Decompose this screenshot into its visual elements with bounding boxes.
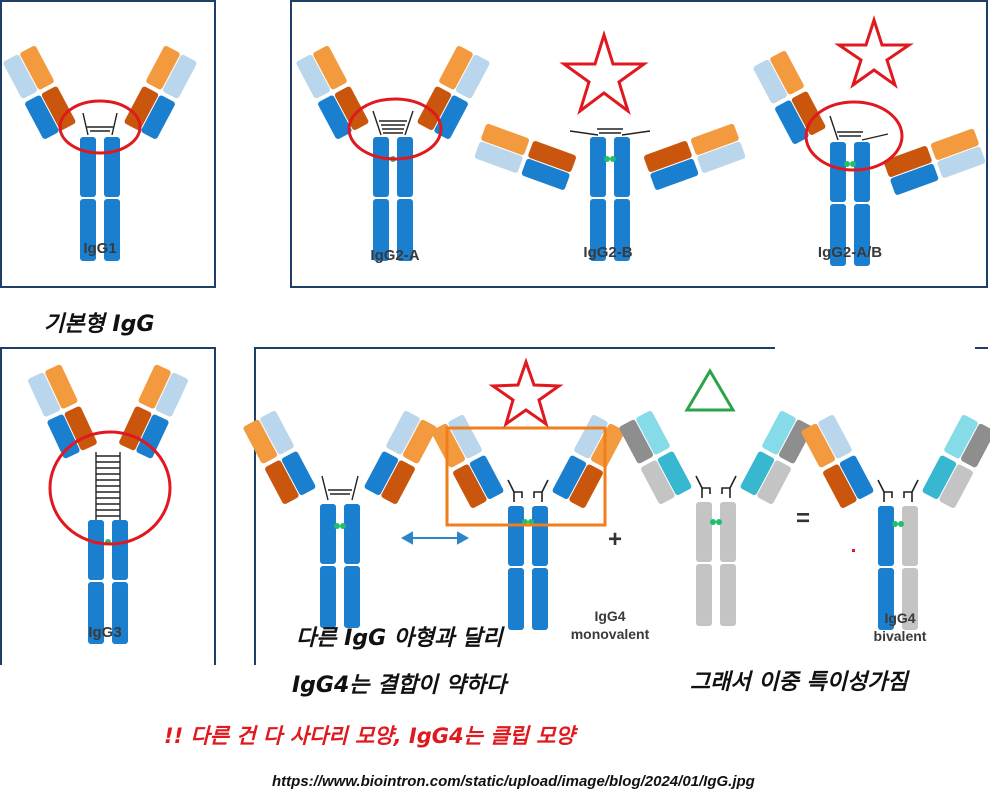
label-igg3: IgG3 <box>88 624 122 641</box>
note-bispecific: 그래서 이중 특이성가짐 <box>690 670 908 695</box>
label-igg4-bivalent-line1: IgG4 <box>884 610 916 626</box>
panel-igg4 <box>254 347 988 665</box>
plus-operator: + <box>608 526 623 553</box>
highlight-box <box>445 426 607 527</box>
label-igg1: IgG1 <box>83 240 117 257</box>
antibody-igg4-teal <box>619 410 813 626</box>
label-igg4-monovalent-line1: IgG4 <box>594 608 626 624</box>
label-igg2ab: IgG2-A/B <box>817 244 883 261</box>
note-ladder-clip: !! 다른 건 다 사다리 모양, IgG4는 클립 모양 <box>164 724 575 748</box>
antibody-igg4-normal <box>243 410 437 628</box>
antibody-igg2b <box>474 123 746 261</box>
source-url: https://www.biointron.com/static/upload/… <box>272 773 755 790</box>
antibody-igg4-monovalent <box>431 414 625 630</box>
antibody-igg3 <box>28 364 188 644</box>
note-line2: IgG4는 결합이 약하다 <box>292 673 507 698</box>
star-icon <box>834 15 914 89</box>
note-basic-type: 기본형 IgG <box>44 312 155 337</box>
label-igg2a: IgG2-A <box>370 247 420 264</box>
antibody-igg4-bivalent <box>801 414 990 630</box>
label-igg4-bivalent-line2: bivalent <box>873 628 927 644</box>
exchange-arrow <box>400 531 470 545</box>
panel-igg3 <box>0 347 216 665</box>
label-igg4-monovalent: IgG4 monovalent <box>550 607 670 643</box>
label-igg4-bivalent: IgG4 bivalent <box>845 609 955 645</box>
label-igg2b: IgG2-B <box>583 244 633 261</box>
antibody-igg2a <box>296 45 490 261</box>
panel-border-gap <box>775 340 975 354</box>
star-icon <box>559 29 649 115</box>
label-igg4-monovalent-line2: monovalent <box>570 626 650 642</box>
equals-operator: = <box>796 505 811 532</box>
antibody-igg2ab <box>753 50 986 266</box>
antibody-igg1 <box>3 45 197 261</box>
star-icon <box>488 357 564 428</box>
note-line1: 다른 IgG 아형과 달리 <box>296 626 503 651</box>
triangle-icon <box>684 368 736 412</box>
